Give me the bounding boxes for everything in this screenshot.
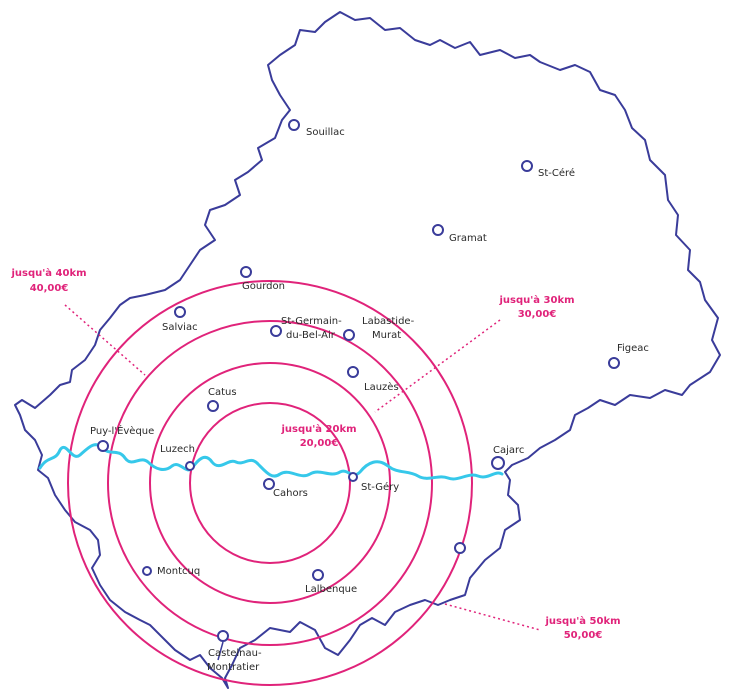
label-st-cere: St-Céré: [538, 167, 575, 179]
zone-ring-50km: [67, 280, 473, 686]
marker-extra: [454, 542, 466, 554]
castelnau-callout-line: [217, 641, 224, 661]
leader-40km: [64, 304, 146, 376]
marker-st-germain: [270, 325, 282, 337]
marker-castelnau: [217, 630, 229, 642]
label-cajarc: Cajarc: [493, 445, 524, 456]
marker-figeac: [608, 357, 620, 369]
zone-30km-price: 30,00€: [518, 309, 557, 320]
marker-cahors: [263, 478, 275, 490]
zone-50km-price: 50,00€: [564, 630, 603, 641]
marker-st-gery: [348, 472, 358, 482]
department-border: [14, 11, 721, 689]
zone-ring-40km: [107, 320, 433, 646]
zone-40km-distance: jusqu'à 40km: [10, 267, 86, 279]
label-gourdon: Gourdon: [242, 281, 285, 292]
marker-puy-leveque: [97, 440, 109, 452]
zone-30km-distance: jusqu'à 30km: [498, 294, 574, 306]
town-markers: [97, 119, 620, 642]
marker-gourdon: [240, 266, 252, 278]
marker-st-cere: [521, 160, 533, 172]
label-st-germain-line2: du-Bel-Air: [286, 330, 336, 341]
zone-ring-20km: [189, 402, 351, 564]
zone-40km-price: 40,00€: [30, 283, 69, 294]
zone-leader-lines: [64, 304, 541, 631]
label-lauzes: Lauzès: [364, 381, 399, 393]
label-montcuq: Montcuq: [157, 566, 200, 577]
label-luzech: Luzech: [160, 444, 195, 455]
zone-50km-distance: jusqu'à 50km: [544, 615, 620, 627]
zone-20km-distance: jusqu'à 20km: [280, 423, 356, 435]
marker-lauzes: [347, 366, 359, 378]
label-lalbenque: Lalbenque: [305, 584, 357, 595]
marker-cajarc: [491, 456, 505, 470]
label-cahors: Cahors: [273, 488, 308, 499]
zone-ring-30km: [149, 362, 391, 604]
marker-gramat: [432, 224, 444, 236]
zone-20km-price: 20,00€: [300, 438, 339, 449]
label-salviac: Salviac: [162, 322, 198, 333]
marker-luzech: [185, 461, 195, 471]
label-castelnau-line2: Montratier: [207, 662, 260, 673]
label-labastide-line1: Labastide-: [362, 316, 415, 327]
marker-souillac: [288, 119, 300, 131]
marker-salviac: [174, 306, 186, 318]
marker-labastide: [343, 329, 355, 341]
label-castelnau-line1: Castelnau-: [208, 648, 262, 659]
label-st-germain-line1: St-Germain-: [281, 316, 342, 327]
label-gramat: Gramat: [449, 233, 487, 244]
label-puy-leveque: Puy-l'Évèque: [90, 424, 154, 437]
marker-montcuq: [142, 566, 152, 576]
label-souillac: Souillac: [306, 127, 345, 138]
label-figeac: Figeac: [617, 343, 649, 354]
label-catus: Catus: [208, 387, 237, 398]
label-labastide-line2: Murat: [372, 330, 401, 341]
marker-catus: [207, 400, 219, 412]
leader-30km: [374, 319, 501, 413]
label-st-gery: St-Géry: [361, 481, 399, 493]
leader-50km: [444, 603, 541, 631]
marker-lalbenque: [312, 569, 324, 581]
